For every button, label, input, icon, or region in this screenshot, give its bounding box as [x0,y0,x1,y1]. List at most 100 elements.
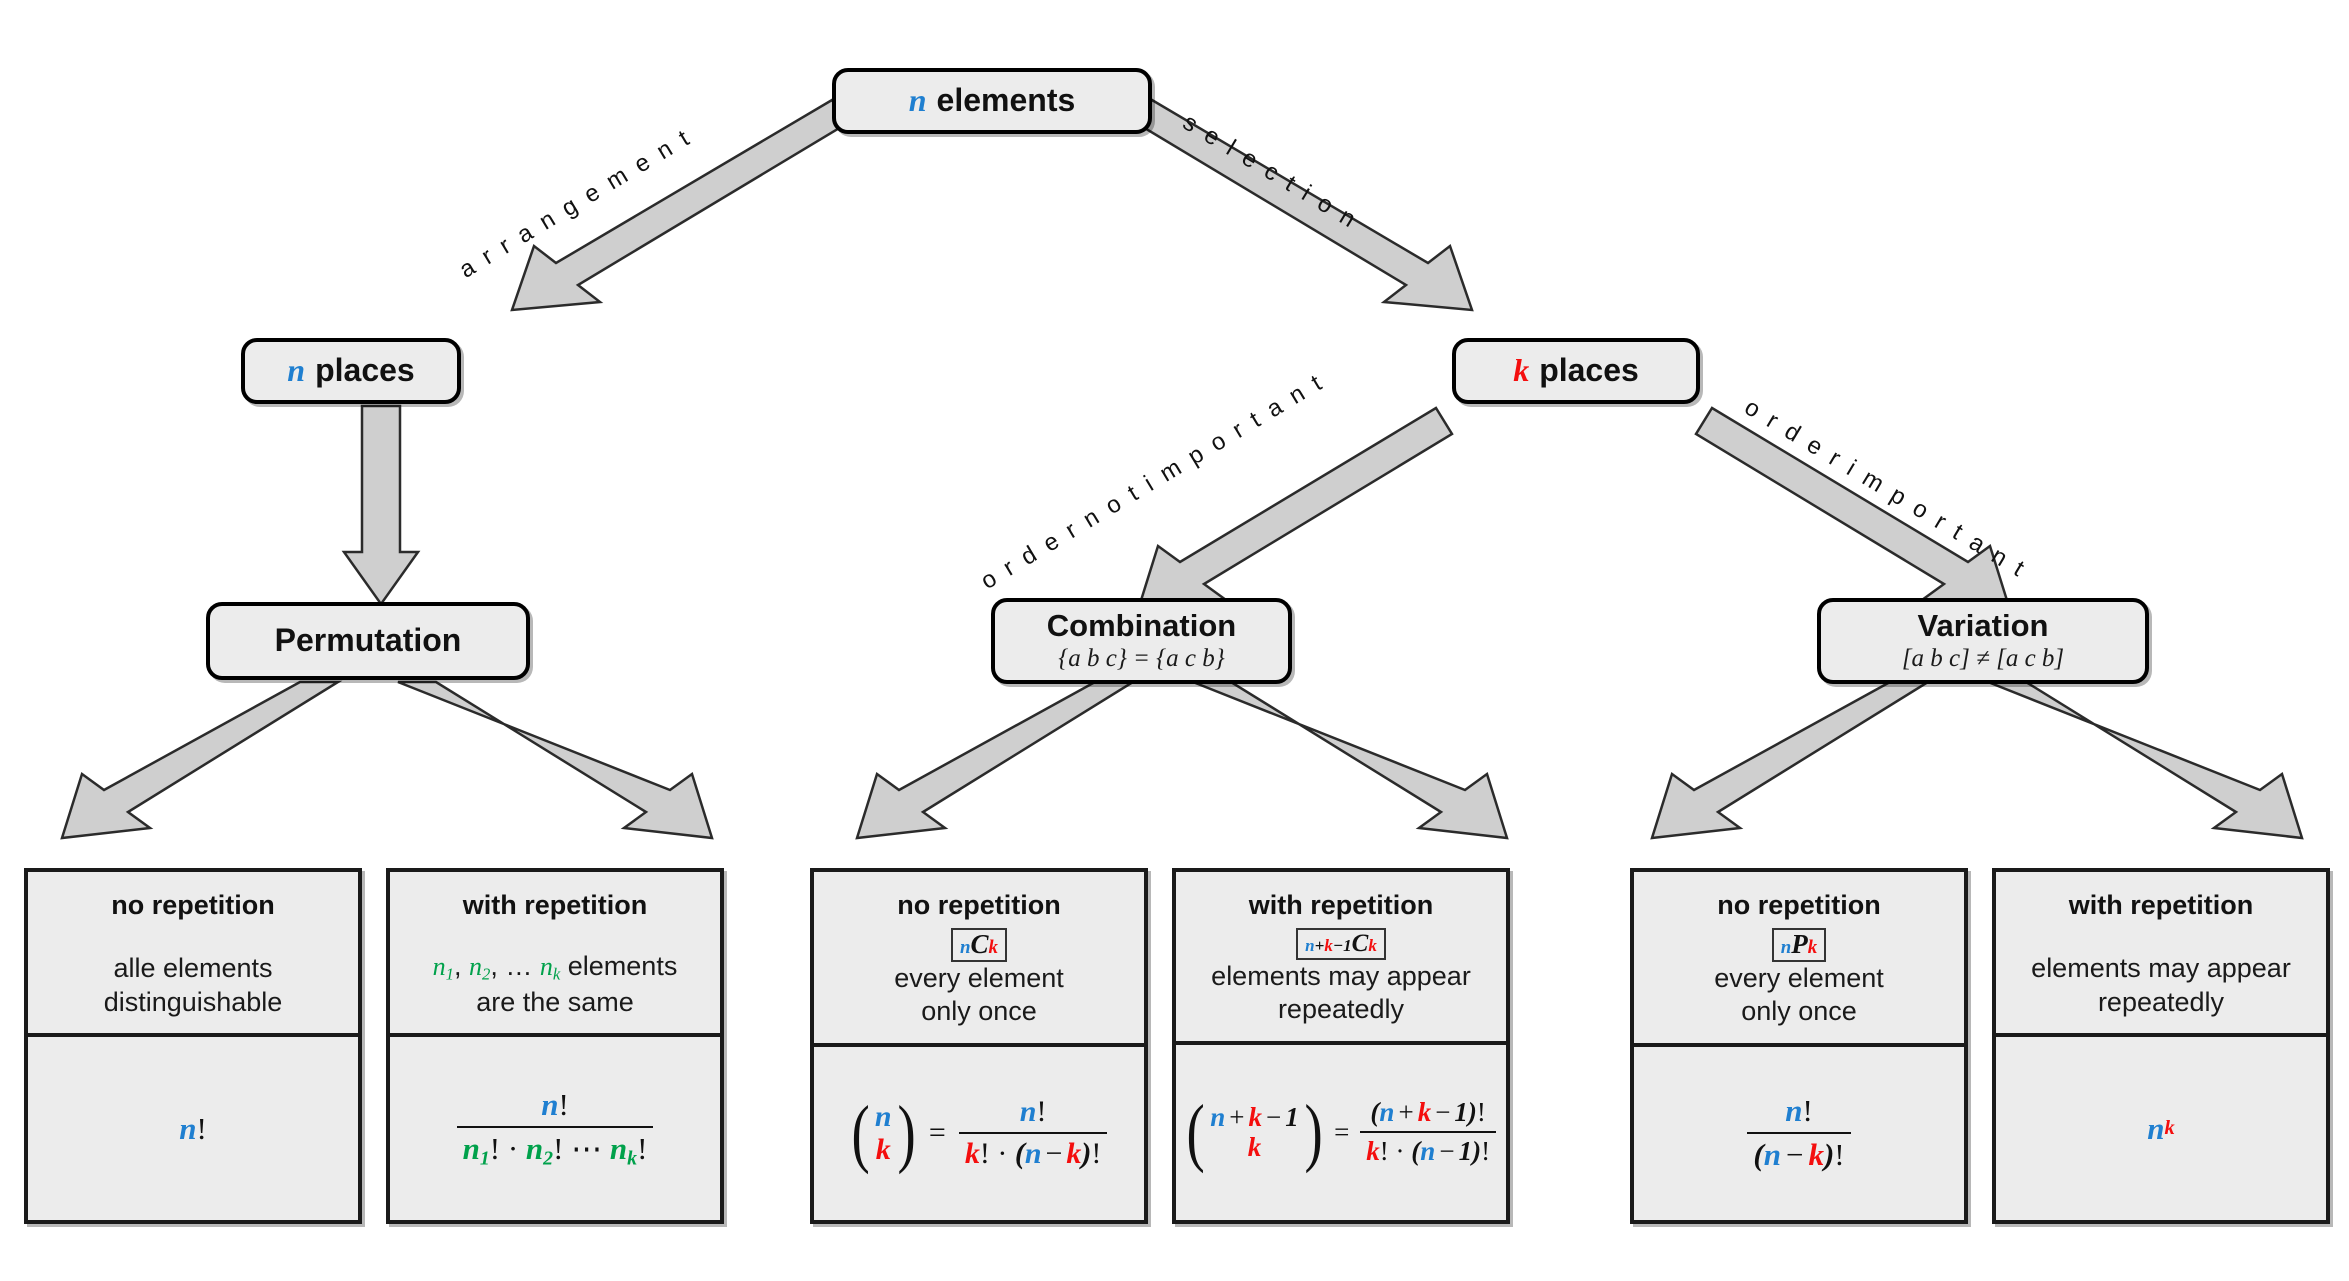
denominator: k! · (n−k)! [958,1132,1108,1171]
card-bottom: n! n1! · n2! ⋯ nk! [390,1037,720,1220]
edge-label-order-important: o r d e r i m p o r t a n t [1739,393,2032,584]
binomial-coefficient: ( n k ) [848,1091,919,1176]
card-description: elements may appear repeatedly [2031,952,2291,1019]
node-variation[interactable]: Variation [a b c] ≠ [a c b] [1817,598,2149,684]
card-header: no repetition [897,890,1061,920]
edge-label-selection: s e l e c t i o n [1178,108,1363,235]
left-paren: ( [1186,1090,1205,1175]
card-perm-with-rep[interactable]: with repetition n1, n2, … nk elements ar… [386,868,724,1224]
one: 1 [1458,1136,1473,1167]
numerator: (n+k−1)! [1364,1097,1492,1131]
card-var-with-rep[interactable]: with repetition elements may appear repe… [1992,868,2330,1224]
desc-line-2: distinguishable [103,986,283,1017]
card-comb-no-rep[interactable]: no repetition nCk every element only onc… [810,868,1148,1224]
desc-line-1: elements may appear [2031,953,2291,984]
minus-sign: − [1785,1137,1804,1173]
factorial: ! [1834,1137,1845,1173]
factorial: ! [489,1130,501,1166]
desc-line-1: every element [1714,963,1884,993]
minus-sign: − [1332,936,1344,955]
var-k: k [1368,936,1377,955]
card-description: alle elements distinguishable [104,952,283,1019]
card-symbol-nPk: nPk [1771,928,1827,962]
var-k: k [1417,1097,1432,1128]
node-combination-sub: {a b c} = {a c b} [1058,644,1225,672]
card-bottom: n! (n−k)! [1634,1047,1964,1220]
node-combination[interactable]: Combination {a b c} = {a c b} [991,598,1292,684]
node-n-elements-text: elements [936,82,1076,119]
factorial: ! [637,1130,648,1166]
left-paren: ( [851,1091,870,1176]
right-paren: ) [1304,1090,1323,1175]
edge-label-order-not-important: o r d e r n o t i m p o r t a n t [976,368,1329,595]
var-k: k [988,937,998,958]
var-k: k [1248,1102,1263,1133]
factorial: ! [1802,1093,1813,1129]
card-top: with repetition n1, n2, … nk elements ar… [390,872,720,1037]
card-formula: ( n k ) = n! k! · (n−k)! [848,1091,1111,1176]
var-n: n [1210,1102,1226,1133]
symbol-C: C [970,929,989,959]
left-paren: ( [1014,1137,1025,1171]
edge-label-arrangement: a r r a n g e m e n t [454,123,697,284]
var-k-exponent: k [2164,1117,2175,1139]
numerator: n! [535,1087,575,1126]
card-formula: ( n+k−1 k ) = (n+k−1)! k! · (n−1)! [1183,1090,1499,1175]
var-n2: n2 [525,1130,554,1170]
var-k: k [1247,1132,1262,1163]
var-n: n [1420,1136,1436,1167]
factorial: ! [1091,1137,1102,1171]
card-formula: n! (n−k)! [1744,1093,1853,1173]
card-bottom: ( n k ) = n! k! · (n−k)! [814,1047,1144,1220]
card-formula: n! [179,1111,207,1147]
var-nk: nk [539,952,561,984]
var-n: n [1763,1137,1781,1173]
right-paren: ) [1081,1137,1092,1171]
fraction: n! k! · (n−k)! [958,1095,1108,1171]
left-paren: ( [1411,1136,1421,1167]
var-k: k [875,1133,891,1167]
factorial: ! [553,1130,564,1166]
fraction: n! n1! · n2! ⋯ nk! [456,1087,654,1171]
node-k-places-text: places [1539,352,1639,389]
factorial: ! [1476,1097,1486,1128]
card-top: no repetition alle elements distinguisha… [28,872,358,1037]
var-n: n [1305,936,1315,955]
desc-line-1: alle elements [113,953,273,984]
var-n1: n1 [462,1130,490,1170]
card-description: every element only once [894,962,1064,1029]
card-perm-no-rep[interactable]: no repetition alle elements distinguisha… [24,868,362,1224]
var-n: n [179,1110,197,1146]
var-n2: n2 [469,952,491,984]
one: 1 [1454,1097,1468,1128]
node-permutation[interactable]: Permutation [206,602,530,680]
card-top: no repetition nPk every element only onc… [1634,872,1964,1047]
card-top: no repetition nCk every element only onc… [814,872,1144,1047]
card-comb-with-rep[interactable]: with repetition n+k−1Ck elements may app… [1172,868,1510,1224]
card-var-no-rep[interactable]: no repetition nPk every element only onc… [1630,868,1968,1224]
equals-sign: = [928,1116,946,1150]
factorial: ! [1036,1095,1047,1129]
var-n: n [2147,1110,2165,1146]
card-top: with repetition n+k−1Ck elements may app… [1176,872,1506,1045]
arrow-n-places-down [341,404,421,607]
card-formula: n! n1! · n2! ⋯ nk! [454,1087,657,1171]
desc-line-2: only once [1741,996,1857,1027]
one: 1 [1343,936,1352,955]
var-k: k [1513,352,1530,389]
denominator: k! · (n−1)! [1360,1131,1497,1167]
var-k: k [1324,936,1333,955]
var-k: k [1808,1137,1824,1173]
var-nk: nk [609,1130,638,1170]
card-description: n1, n2, … nk elements are the same [433,950,678,1019]
ellipsis: … [505,951,533,982]
var-n: n [1785,1093,1803,1129]
